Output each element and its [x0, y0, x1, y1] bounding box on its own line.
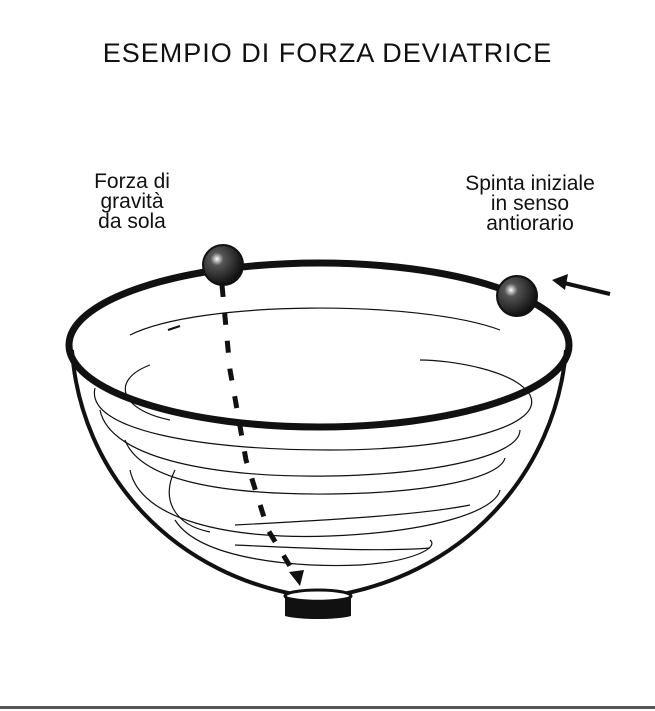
- gravity-arrow-head: [289, 570, 304, 586]
- orbit-lines: [93, 307, 533, 567]
- gravity-label: Forza di gravità da sola: [72, 170, 192, 233]
- push-arrow-head: [552, 274, 568, 290]
- bowl-rim: [65, 259, 573, 431]
- page-bottom-rule: [0, 706, 655, 709]
- gravity-label-line-1: Forza di: [94, 170, 170, 193]
- gravity-path: [219, 284, 299, 578]
- push-arrow: [559, 280, 611, 296]
- gravity-label-line-2: gravità: [100, 190, 164, 213]
- gravity-label-line-3: da sola: [98, 210, 166, 233]
- push-label-line-3: antiorario: [486, 212, 574, 235]
- gravity-ball: [202, 244, 244, 286]
- bowl-base: [285, 596, 351, 619]
- diagram-title: ESEMPIO DI FORZA DEVIATRICE: [102, 38, 553, 68]
- push-ball: [496, 275, 538, 317]
- push-label-line-2: in senso: [490, 192, 570, 215]
- push-label: Spinta iniziale in senso antiorario: [440, 172, 620, 235]
- push-label-line-1: Spinta iniziale: [465, 172, 595, 195]
- bowl-outline: [70, 349, 568, 601]
